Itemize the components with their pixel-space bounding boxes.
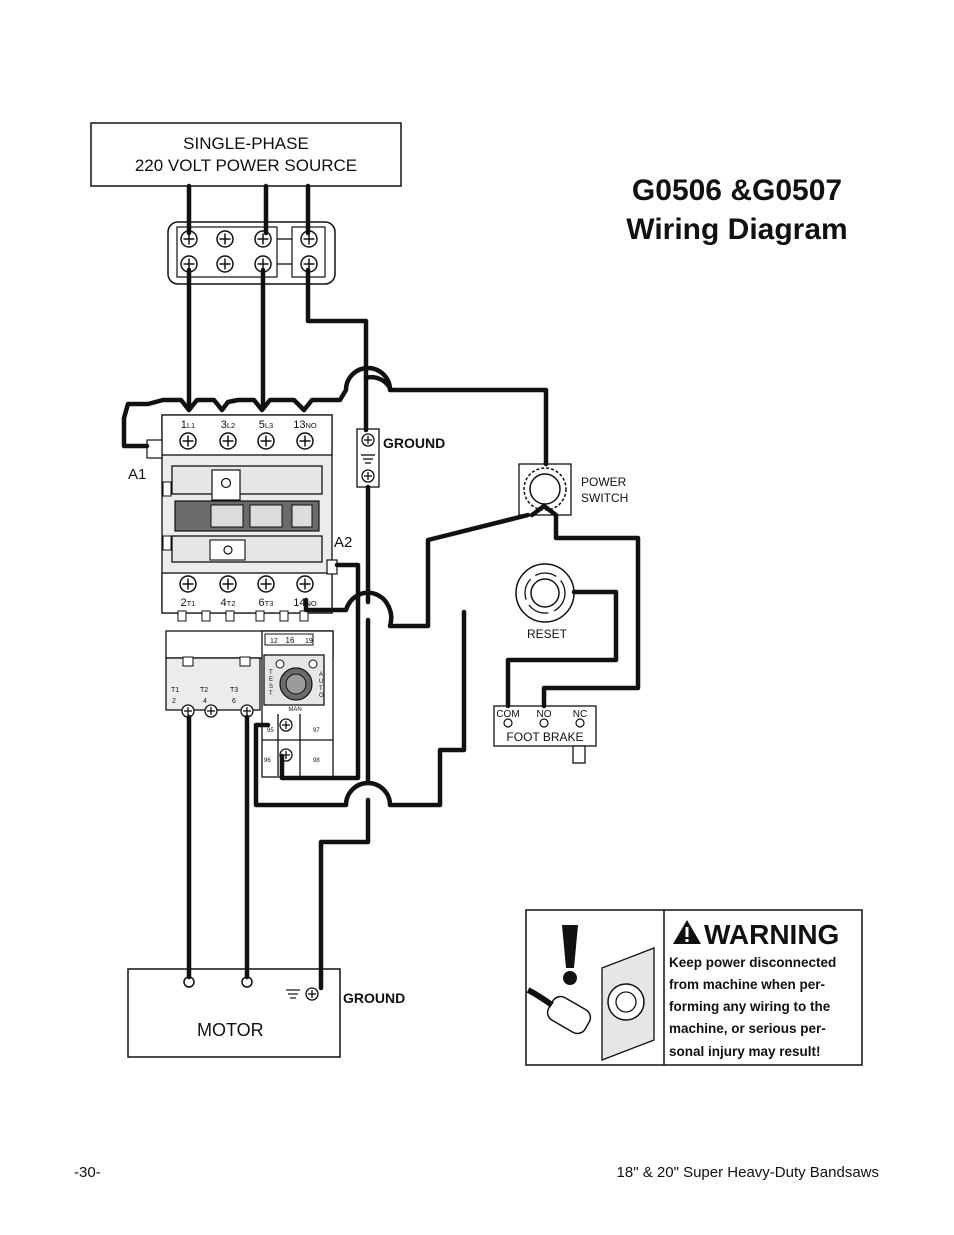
power-switch-label-line2: SWITCH <box>581 491 628 505</box>
scale-value-16: 16 <box>286 636 295 645</box>
wiring <box>121 183 641 991</box>
wire-overload-to-reset <box>253 609 467 808</box>
motor-box: MOTOR <box>127 968 341 1058</box>
man-label: MAN <box>288 707 301 713</box>
motor-ground-label: GROUND <box>343 990 405 1006</box>
overload-terminal-2: 2 <box>172 698 176 705</box>
overload-terminal-t2: T2 <box>200 687 208 694</box>
terminal-label-3-l2: 3L2 <box>221 419 235 431</box>
terminal-label-14-no: 14NO <box>293 597 317 609</box>
warning-illustration <box>526 925 655 1061</box>
panel-ground-terminal <box>356 428 380 488</box>
motor-label: MOTOR <box>197 1020 264 1040</box>
wire-l2 <box>260 183 269 411</box>
warning-line-1: Keep power disconnected <box>669 955 836 970</box>
scale-value-19: 19 <box>305 638 313 645</box>
foot-brake-label: FOOT BRAKE <box>506 730 583 744</box>
terminal-label-1-l1: 1L1 <box>181 419 195 431</box>
coil-label-a2: A2 <box>334 534 352 551</box>
terminal-label-2-t1: 2T1 <box>181 597 196 609</box>
overload-terminal-t3: T3 <box>230 687 238 694</box>
wire-a2-to-overload <box>279 562 361 781</box>
diagram-title-line2: Wiring Diagram <box>626 213 847 246</box>
foot-brake-no-label: NO <box>537 709 552 720</box>
terminal-label-4-t2: 4T2 <box>221 597 236 609</box>
terminal-label-5-l3: 5L3 <box>259 419 273 431</box>
warning-line-5: sonal injury may result! <box>669 1044 821 1059</box>
diagram-title-line1: G0506 &G0507 <box>632 174 842 207</box>
warning-heading: WARNING <box>704 919 839 950</box>
power-source-line1: SINGLE-PHASE <box>183 134 309 153</box>
wire-top-jumpers <box>186 397 307 413</box>
warning-box: WARNING Keep power disconnected from mac… <box>525 909 863 1066</box>
reset-button[interactable] <box>515 563 575 623</box>
coil-label-a1: A1 <box>128 466 146 483</box>
wire-reset-to-foot-brake-com <box>505 589 619 709</box>
power-source-line2: 220 VOLT POWER SOURCE <box>135 156 357 175</box>
wire-power-switch-to-foot-brake-no <box>529 503 641 709</box>
scale-value-12: 12 <box>270 638 278 645</box>
contact-label-96: 96 <box>264 758 271 764</box>
overload-terminal-t1: T1 <box>171 687 179 694</box>
wire-13no-to-power-switch <box>301 365 549 467</box>
wire-a1-loop <box>121 397 192 449</box>
reset-label: RESET <box>527 627 568 641</box>
wire-ground-main <box>305 183 369 381</box>
foot-brake-nc-label: NC <box>573 709 587 720</box>
warning-line-3: forming any wiring to the <box>669 999 831 1014</box>
contact-label-95: 95 <box>267 728 274 734</box>
foot-brake-com-label: COM <box>496 709 519 720</box>
foot-brake-switch: COM NO NC FOOT BRAKE <box>493 705 597 764</box>
terminal-label-13-no: 13NO <box>293 419 317 431</box>
terminal-label-6-t3: 6T3 <box>259 597 274 609</box>
overload-terminal-4: 4 <box>203 698 207 705</box>
warning-line-2: from machine when per- <box>669 977 825 992</box>
overload-terminal-6: 6 <box>232 698 236 705</box>
magnetic-contactor <box>146 414 338 622</box>
warning-line-4: machine, or serious per- <box>669 1021 826 1036</box>
power-switch-label-line1: POWER <box>581 475 627 489</box>
wire-power-switch-to-14no <box>303 512 531 629</box>
power-source-box: SINGLE-PHASE 220 VOLT POWER SOURCE <box>90 122 402 187</box>
manual-title-footer: 18" & 20" Super Heavy-Duty Bandsaws <box>616 1164 879 1181</box>
wire-ground-to-motor <box>318 617 371 991</box>
contact-label-97: 97 <box>313 728 320 734</box>
panel-ground-label: GROUND <box>383 435 445 451</box>
page-number: -30- <box>74 1164 101 1181</box>
contact-label-98: 98 <box>313 758 320 764</box>
